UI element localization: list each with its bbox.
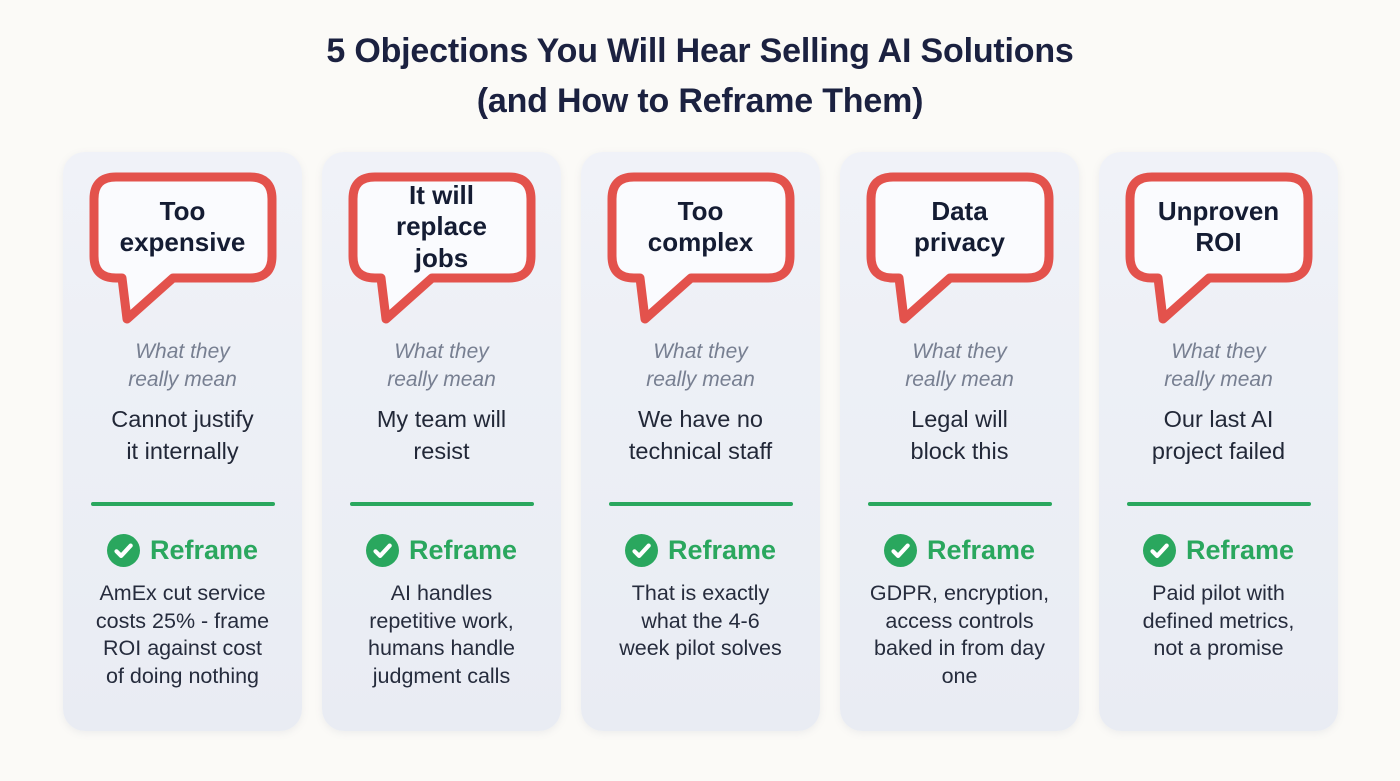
objection-card-unproven-roi: Unproven ROI What they really mean Our l… [1099,152,1338,731]
divider [867,502,1052,506]
reframe-label: Reframe [408,535,518,565]
meaning-caption: What they really mean [905,340,1014,391]
speech-bubble: Data privacy [866,172,1054,324]
check-circle-icon [106,534,140,567]
speech-bubble-shape [866,172,1053,324]
speech-bubble-shape [1125,172,1312,324]
reframe-label: Reframe [149,535,259,565]
infographic: 5 Objections You Will Hear Selling AI So… [0,26,1400,731]
meaning-text: My team will resist [376,406,507,464]
check-circle-icon [365,534,399,567]
objection-card-data-privacy: Data privacy What they really mean Legal… [840,152,1079,731]
speech-bubble: It will replace jobs [348,172,536,324]
meaning-text: Our last AI project failed [1151,406,1286,464]
meaning-caption: What they really mean [128,340,237,391]
objection-card-too-expensive: Too expensive What they really mean Cann… [63,152,302,731]
objection-label: It will replace jobs [395,180,488,273]
meaning-text: Cannot justify it internally [111,406,254,464]
divider [1126,502,1311,506]
reframe-label: Reframe [1185,535,1295,565]
reframe-text: Paid pilot with defined metrics, not a p… [1142,581,1295,661]
check-circle-icon [624,534,658,567]
page-title: 5 Objections You Will Hear Selling AI So… [326,32,1074,120]
meaning-text: Legal will block this [910,406,1009,464]
reframe-text: AI handles repetitive work, humans handl… [367,581,516,689]
divider [90,502,275,506]
speech-bubble-shape [89,172,276,324]
check-circle-icon [883,534,917,567]
objection-label: Unproven ROI [1157,195,1280,257]
speech-bubble-shape [348,172,535,324]
objection-card-too-complex: Too complex What they really mean We hav… [581,152,820,731]
reframe-header: Reframe [336,534,547,567]
reframe-header: Reframe [77,534,288,567]
objection-label: Data privacy [913,195,1006,257]
reframe-text: That is exactly what the 4-6 week pilot … [619,581,782,661]
reframe-header: Reframe [595,534,806,567]
reframe-label: Reframe [667,535,777,565]
meaning-caption: What they really mean [387,340,496,391]
meaning-caption: What they really mean [1164,340,1273,391]
reframe-header: Reframe [854,534,1065,567]
reframe-label: Reframe [926,535,1036,565]
reframe-header: Reframe [1113,534,1324,567]
speech-bubble: Unproven ROI [1125,172,1313,324]
reframe-text: GDPR, encryption, access controls baked … [869,581,1050,689]
speech-bubble-shape [607,172,794,324]
speech-bubble: Too expensive [89,172,277,324]
objection-card-replace-jobs: It will replace jobs What they really me… [322,152,561,731]
divider [608,502,793,506]
check-circle-icon [1142,534,1176,567]
objection-label: Too complex [647,195,754,257]
cards-row: Too expensive What they really mean Cann… [63,152,1338,731]
objection-label: Too expensive [119,195,246,257]
divider [349,502,534,506]
reframe-text: AmEx cut service costs 25% - frame ROI a… [95,581,270,689]
meaning-text: We have no technical staff [628,406,773,464]
speech-bubble: Too complex [607,172,795,324]
meaning-caption: What they really mean [646,340,755,391]
